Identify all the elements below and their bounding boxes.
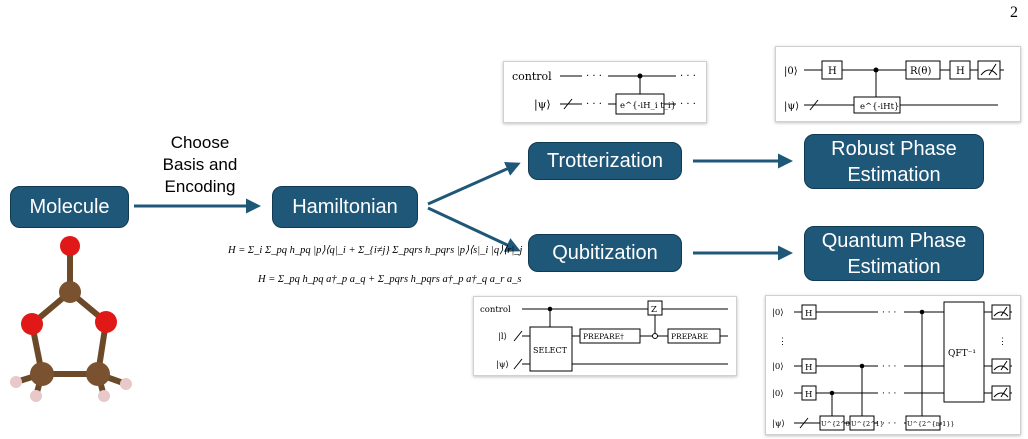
qpe-circuit-panel: |0⟩ ⋮ |0⟩ |0⟩ |ψ⟩ · · · · · · · · · · · … [765,295,1021,435]
svg-text:· · ·: · · · [680,99,696,110]
hamiltonian-node: Hamiltonian [272,186,418,228]
rpe-circuit-panel: |0⟩ |ψ⟩ H e^{-iHt} R(θ) H [775,46,1021,122]
qpe-circuit: |0⟩ ⋮ |0⟩ |0⟩ |ψ⟩ · · · · · · · · · · · … [772,301,1012,431]
molecule-label: Molecule [29,196,110,218]
rpe-circuit: |0⟩ |ψ⟩ H e^{-iHt} R(θ) H [784,60,1004,114]
svg-text:· · ·: · · · [680,71,696,82]
robust-phase-estimation-node: Robust Phase Estimation [804,134,984,189]
carbon-atom-left [30,362,54,386]
quantum-line1: Quantum Phase [821,229,967,252]
trotterization-node: Trotterization [528,142,682,180]
prepare-label: PREPARE [671,332,708,341]
oxygen-atom-top [60,236,80,256]
rpe-r-label: R(θ) [910,66,931,77]
carbon-atom-right [86,362,110,386]
arrow-hamiltonian-qubit [427,206,521,252]
hydrogen-atom-1 [10,376,22,388]
svg-text:⋮: ⋮ [778,337,787,347]
qubit-l-label: |l⟩ [498,332,507,342]
qpe-u0-label: U^{2^0} [821,420,854,428]
hamiltonian-equation-2: H = Σ_pq h_pq a†_p a_q + Σ_pqrs h_pqrs a… [258,274,522,285]
edge-label-line2: Basis and [162,155,238,174]
oxygen-atom-left [21,313,43,335]
qubitization-label: Qubitization [552,242,658,264]
quantum-line2: Estimation [847,255,941,278]
hydrogen-atom-2 [30,390,42,402]
svg-text:· · ·: · · · [586,71,602,82]
qpe-psi-label: |ψ⟩ [772,419,785,429]
trotterization-label: Trotterization [547,150,663,172]
hamiltonian-equation-1: H = Σ_i Σ_pq h_pq |p⟩⟨q|_i + Σ_{i≠j} Σ_p… [228,245,523,256]
qpe-zero-label-2: |0⟩ [772,362,784,372]
edge-label-line3: Encoding [164,177,236,196]
robust-line2: Estimation [847,163,941,186]
rpe-u-label: e^{-iHt} [860,102,899,112]
qpe-zero-label-1: |0⟩ [772,308,784,318]
robust-line1: Robust Phase [831,137,957,160]
prepare-dag-label: PREPARE† [583,332,624,341]
page-number: 2 [1010,4,1018,21]
svg-text:· · ·: · · · [882,419,896,429]
qubit-control-label: control [480,305,511,315]
trotter-gate-label: e^{-iH_i t_i} [620,101,676,111]
quantum-phase-estimation-node: Quantum Phase Estimation [804,226,984,281]
edge-label-line1: Choose [170,133,230,152]
rpe-zero-label: |0⟩ [784,66,798,77]
qpe-u1-label: U^{2^1} [851,420,884,428]
trotter-psi-label: |ψ⟩ [534,98,551,112]
hamiltonian-label: Hamiltonian [292,196,398,218]
qubit-psi-label: |ψ⟩ [496,360,509,370]
qpe-zero-label-3: |0⟩ [772,389,784,399]
svg-text:· · ·: · · · [882,308,896,318]
trotter-control-label: control [512,70,552,83]
qpe-h-label-3: H [805,390,812,400]
qpe-qft-label: QFT⁻¹ [948,349,976,359]
hydrogen-atom-3 [120,378,132,390]
oxygen-atom-right [95,311,117,333]
qpe-h-label-1: H [805,309,812,319]
molecule-structure [10,236,132,402]
select-label: SELECT [533,346,568,355]
z-gate-label: Z [651,305,657,315]
qpe-h-label-2: H [805,363,812,373]
rpe-psi-label: |ψ⟩ [784,101,799,112]
rpe-h2-label: H [956,66,965,77]
qubitization-circuit: control |l⟩ |ψ⟩ SELECT PREPARE† Z PREPAR… [480,300,728,372]
carbon-atom-carbonyl [59,281,81,303]
qubitization-node: Qubitization [528,234,682,272]
measure-icon [991,304,1011,401]
svg-text:· · ·: · · · [586,99,602,110]
arrow-hamiltonian-trotter [427,162,521,206]
svg-text:⋮: ⋮ [998,337,1007,347]
qpe-un-label: U^{2^{n-1}} [907,420,955,428]
svg-text:· · ·: · · · [882,362,896,372]
hydrogen-atom-4 [98,390,110,402]
trotter-circuit-panel: control |ψ⟩ · · · · · · · · · · · · e^{-… [503,61,707,123]
edge-label: Choose Basis and Encoding [150,132,250,198]
svg-text:· · ·: · · · [882,389,896,399]
qubitization-circuit-panel: control |l⟩ |ψ⟩ SELECT PREPARE† Z PREPAR… [473,296,737,376]
trotter-circuit: control |ψ⟩ · · · · · · · · · · · · e^{-… [512,70,696,115]
rpe-h1-label: H [828,66,837,77]
molecule-node: Molecule [10,186,129,228]
